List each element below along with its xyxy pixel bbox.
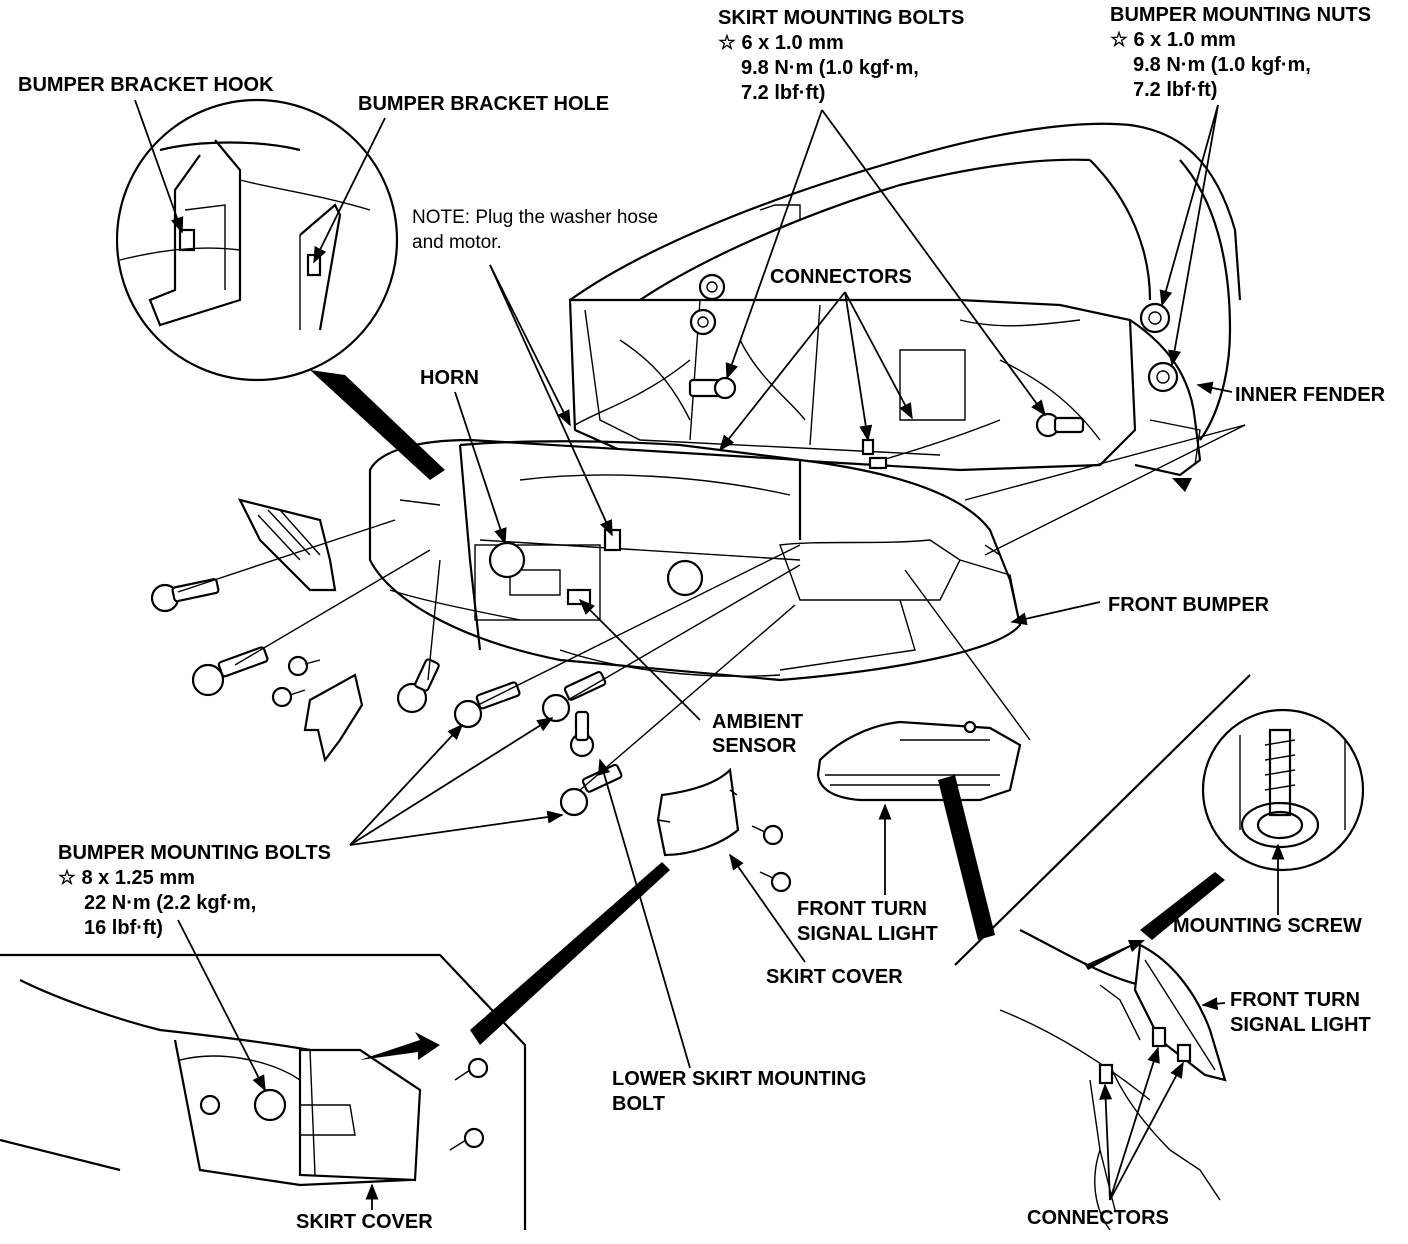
inset-pointer (310, 370, 445, 480)
bumper-nuts-spec3: 7.2 lbf·ft) (1133, 79, 1217, 101)
front-bumper (368, 438, 1022, 682)
bumper-mounting-bolt-icon (559, 763, 623, 817)
body-fasteners (574, 273, 1179, 470)
skirt-bolts-title: SKIRT MOUNTING BOLTS (718, 7, 964, 29)
bolt-icon (396, 658, 440, 714)
bumper-bolts-title: BUMPER MOUNTING BOLTS (58, 842, 331, 864)
bumper-mounting-bolt-icon (541, 670, 607, 723)
note-line2: and motor. (412, 232, 502, 253)
horn-icon (488, 541, 526, 579)
leader-lines (134, 99, 1285, 1210)
inset-pointer (938, 775, 995, 940)
connector-icon (1151, 1026, 1167, 1048)
skirt-cover-icon (656, 767, 740, 857)
direction-arrow-icon (1085, 940, 1145, 970)
skirt-bolts-spec1: ☆ 6 x 1.0 mm (718, 32, 844, 54)
bracket-hole-label: BUMPER BRACKET HOLE (358, 93, 609, 115)
skirt-mounting-bolt-icon (688, 376, 737, 400)
screw-icon (271, 686, 306, 708)
skirt-bolts-spec2: 9.8 N·m (1.0 kgf·m, (741, 57, 919, 79)
washer-hose (574, 359, 691, 426)
bumper-bolts-spec3: 16 lbf·ft) (84, 917, 163, 939)
skirt-cover-bottom-label: SKIRT COVER (296, 1211, 433, 1233)
screw-icon (759, 871, 792, 893)
bumper-mounting-bolt-icon (150, 578, 220, 613)
left-side-marker (237, 498, 337, 592)
mounting-screw-inset (1201, 708, 1365, 872)
lower-skirt-label-1: LOWER SKIRT MOUNTING (612, 1068, 866, 1090)
connector-icon (868, 456, 888, 470)
bumper-bolts-spec2: 22 N·m (2.2 kgf·m, (84, 892, 256, 914)
turn-signal-right-label-1: FRONT TURN (1230, 989, 1360, 1011)
front-bumper-label: FRONT BUMPER (1108, 594, 1270, 616)
loose-fasteners (150, 578, 792, 893)
front-turn-signal-light (816, 720, 1022, 802)
ambient-sensor-label-2: SENSOR (712, 735, 797, 757)
inner-fender-arrow-icon (1172, 478, 1192, 492)
lower-skirt-bolt-icon (569, 710, 595, 758)
bumper-mounting-nut-icon (1147, 361, 1179, 393)
mounting-screw-icon (1268, 728, 1292, 817)
mounting-screw-label: MOUNTING SCREW (1173, 915, 1362, 937)
ambient-sensor-icon (566, 588, 592, 606)
turn-signal-center-label-2: SIGNAL LIGHT (797, 923, 938, 945)
bumper-nuts-title: BUMPER MOUNTING NUTS (1110, 4, 1371, 26)
connector-icon (1176, 1043, 1192, 1063)
bumper-mounting-bolt-icon (191, 646, 269, 697)
nut-icon (698, 273, 726, 301)
connectors-bottom-label: CONNECTORS (1027, 1207, 1169, 1229)
bumper-nuts-spec1: ☆ 6 x 1.0 mm (1110, 29, 1236, 51)
bumper-bolts-spec1: ☆ 8 x 1.25 mm (58, 867, 195, 889)
skirt-cover-inset (0, 953, 527, 1230)
washer-plug-icon (603, 528, 622, 552)
labels: SKIRT MOUNTING BOLTS ☆ 6 x 1.0 mm 9.8 N·… (18, 4, 1386, 1233)
bumper-nuts-spec2: 9.8 N·m (1.0 kgf·m, (1133, 54, 1311, 76)
screw-icon (449, 1127, 485, 1151)
bumper-mounting-bolt-icon (453, 681, 521, 729)
screw-icon (454, 1057, 489, 1081)
lower-skirt-label-2: BOLT (612, 1093, 665, 1115)
turn-signal-right-label-2: SIGNAL LIGHT (1230, 1014, 1371, 1036)
bumper-mounting-nut-icon (1139, 302, 1171, 334)
horn-icon (666, 559, 704, 597)
connector-icon (1098, 1063, 1114, 1085)
turn-signal-connectors-inset (954, 674, 1251, 1231)
car-body (568, 122, 1242, 477)
bracket-hook-inset (115, 98, 399, 382)
removal-arrow-icon (360, 1032, 440, 1060)
skirt-cover-center-label: SKIRT COVER (766, 966, 903, 988)
ambient-sensor-label-1: AMBIENT (712, 711, 803, 733)
inset-pointer (1140, 872, 1225, 940)
bracket-hook-icon (178, 228, 196, 252)
bracket-hole-icon (306, 253, 322, 277)
inner-fender-label: INNER FENDER (1235, 384, 1386, 406)
skirt-bolts-spec3: 7.2 lbf·ft) (741, 82, 825, 104)
nut-icon (689, 308, 717, 336)
screw-icon (287, 655, 321, 677)
horn-label: HORN (420, 367, 479, 389)
connectors-top-label: CONNECTORS (770, 266, 912, 288)
screw-icon (751, 824, 784, 846)
bracket-hook-label: BUMPER BRACKET HOOK (18, 74, 274, 96)
skirt-cover-left-icon (303, 673, 364, 763)
connector-icon (861, 438, 875, 456)
note-line1: NOTE: Plug the washer hose (412, 207, 658, 228)
skirt-mounting-bolt-icon (1035, 412, 1085, 438)
turn-signal-center-label-1: FRONT TURN (797, 898, 927, 920)
inset-pointer (470, 862, 670, 1045)
